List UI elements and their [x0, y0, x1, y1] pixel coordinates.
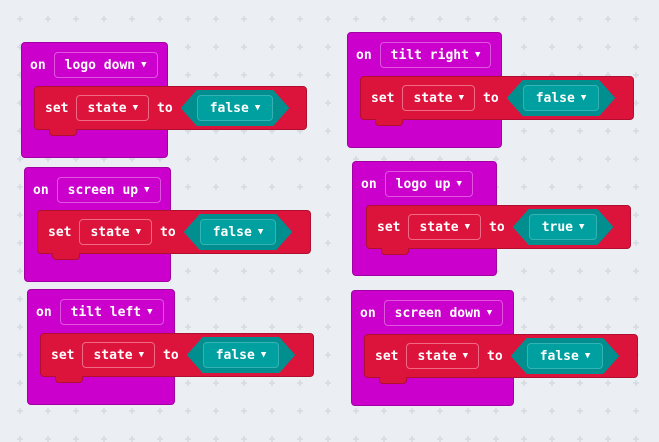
boolean-dropdown[interactable]: false ▼ [200, 219, 277, 245]
block-notch [375, 119, 403, 126]
caret-down-icon: ▼ [462, 350, 469, 361]
boolean-label: false [215, 347, 255, 363]
caret-down-icon: ▼ [254, 102, 261, 113]
variable-dropdown[interactable]: state ▼ [408, 214, 482, 240]
gesture-label: tilt left [70, 304, 142, 320]
gesture-dropdown[interactable]: logo up ▼ [384, 171, 473, 197]
boolean-dropdown[interactable]: true ▼ [529, 214, 598, 240]
event-on-keyword: on [33, 182, 49, 198]
gesture-dropdown[interactable]: logo down ▼ [53, 52, 158, 78]
caret-down-icon: ▼ [141, 59, 147, 70]
boolean-label: false [212, 224, 252, 240]
caret-down-icon: ▼ [132, 102, 139, 113]
variable-dropdown[interactable]: state ▼ [402, 85, 476, 111]
gesture-label: tilt right [390, 47, 469, 63]
caret-down-icon: ▼ [456, 178, 462, 189]
block-notch [52, 253, 80, 260]
boolean-label: false [539, 348, 579, 364]
boolean-value-block[interactable]: false ▼ [187, 337, 296, 373]
caret-down-icon: ▼ [138, 349, 145, 360]
variable-label: state [93, 347, 133, 363]
gesture-label: screen up [67, 182, 139, 198]
caret-down-icon: ▼ [458, 92, 465, 103]
boolean-dropdown[interactable]: false ▼ [197, 95, 274, 121]
set-variable-block[interactable]: set state ▼ to false ▼ [364, 334, 638, 384]
boolean-dropdown[interactable]: false ▼ [527, 343, 604, 369]
gesture-dropdown[interactable]: screen down ▼ [383, 300, 504, 326]
variable-label: state [419, 219, 459, 235]
set-variable-block[interactable]: set state ▼ to false ▼ [40, 333, 314, 383]
set-variable-block[interactable]: set state ▼ to false ▼ [360, 76, 634, 126]
set-variable-block[interactable]: set state ▼ to false ▼ [37, 210, 311, 260]
event-on-keyword: on [36, 304, 52, 320]
boolean-label: true [541, 219, 574, 235]
boolean-value-block[interactable]: false ▼ [181, 90, 290, 126]
block-notch [381, 248, 409, 255]
gesture-label: screen down [394, 305, 481, 321]
set-variable-block[interactable]: set state ▼ to true ▼ [366, 205, 631, 255]
caret-down-icon: ▼ [579, 221, 585, 232]
to-keyword: to [483, 90, 499, 106]
caret-down-icon: ▼ [260, 349, 267, 360]
set-keyword: set [375, 348, 399, 364]
caret-down-icon: ▼ [464, 221, 471, 232]
caret-down-icon: ▼ [257, 226, 264, 237]
caret-down-icon: ▼ [584, 350, 591, 361]
gesture-dropdown[interactable]: tilt left ▼ [59, 299, 164, 325]
caret-down-icon: ▼ [135, 226, 142, 237]
event-on-keyword: on [356, 47, 372, 63]
gesture-label: logo down [64, 57, 136, 73]
set-keyword: set [377, 219, 401, 235]
gesture-label: logo up [395, 176, 451, 192]
set-keyword: set [45, 100, 69, 116]
boolean-dropdown[interactable]: false ▼ [203, 342, 280, 368]
caret-down-icon: ▼ [580, 92, 587, 103]
boolean-value-block[interactable]: true ▼ [513, 209, 614, 245]
variable-label: state [413, 90, 453, 106]
variable-dropdown[interactable]: state ▼ [82, 342, 156, 368]
event-on-keyword: on [30, 57, 46, 73]
block-notch [379, 377, 407, 384]
gesture-dropdown[interactable]: tilt right ▼ [379, 42, 492, 68]
variable-label: state [417, 348, 457, 364]
boolean-value-block[interactable]: false ▼ [507, 80, 616, 116]
to-keyword: to [157, 100, 173, 116]
set-keyword: set [48, 224, 72, 240]
to-keyword: to [160, 224, 176, 240]
set-keyword: set [371, 90, 395, 106]
event-on-keyword: on [360, 305, 376, 321]
boolean-value-block[interactable]: false ▼ [511, 338, 620, 374]
block-notch [55, 376, 83, 383]
variable-dropdown[interactable]: state ▼ [406, 343, 480, 369]
set-keyword: set [51, 347, 75, 363]
variable-label: state [87, 100, 127, 116]
variable-dropdown[interactable]: state ▼ [76, 95, 150, 121]
variable-dropdown[interactable]: state ▼ [79, 219, 153, 245]
boolean-label: false [209, 100, 249, 116]
caret-down-icon: ▼ [474, 49, 481, 60]
boolean-dropdown[interactable]: false ▼ [523, 85, 600, 111]
to-keyword: to [489, 219, 505, 235]
gesture-dropdown[interactable]: screen up ▼ [56, 177, 161, 203]
caret-down-icon: ▼ [147, 306, 153, 317]
caret-down-icon: ▼ [486, 307, 493, 318]
event-on-keyword: on [361, 176, 377, 192]
set-variable-block[interactable]: set state ▼ to false ▼ [34, 86, 307, 136]
block-notch [49, 129, 77, 136]
to-keyword: to [163, 347, 179, 363]
boolean-label: false [535, 90, 575, 106]
boolean-value-block[interactable]: false ▼ [184, 214, 293, 250]
caret-down-icon: ▼ [144, 184, 150, 195]
to-keyword: to [487, 348, 503, 364]
variable-label: state [90, 224, 130, 240]
